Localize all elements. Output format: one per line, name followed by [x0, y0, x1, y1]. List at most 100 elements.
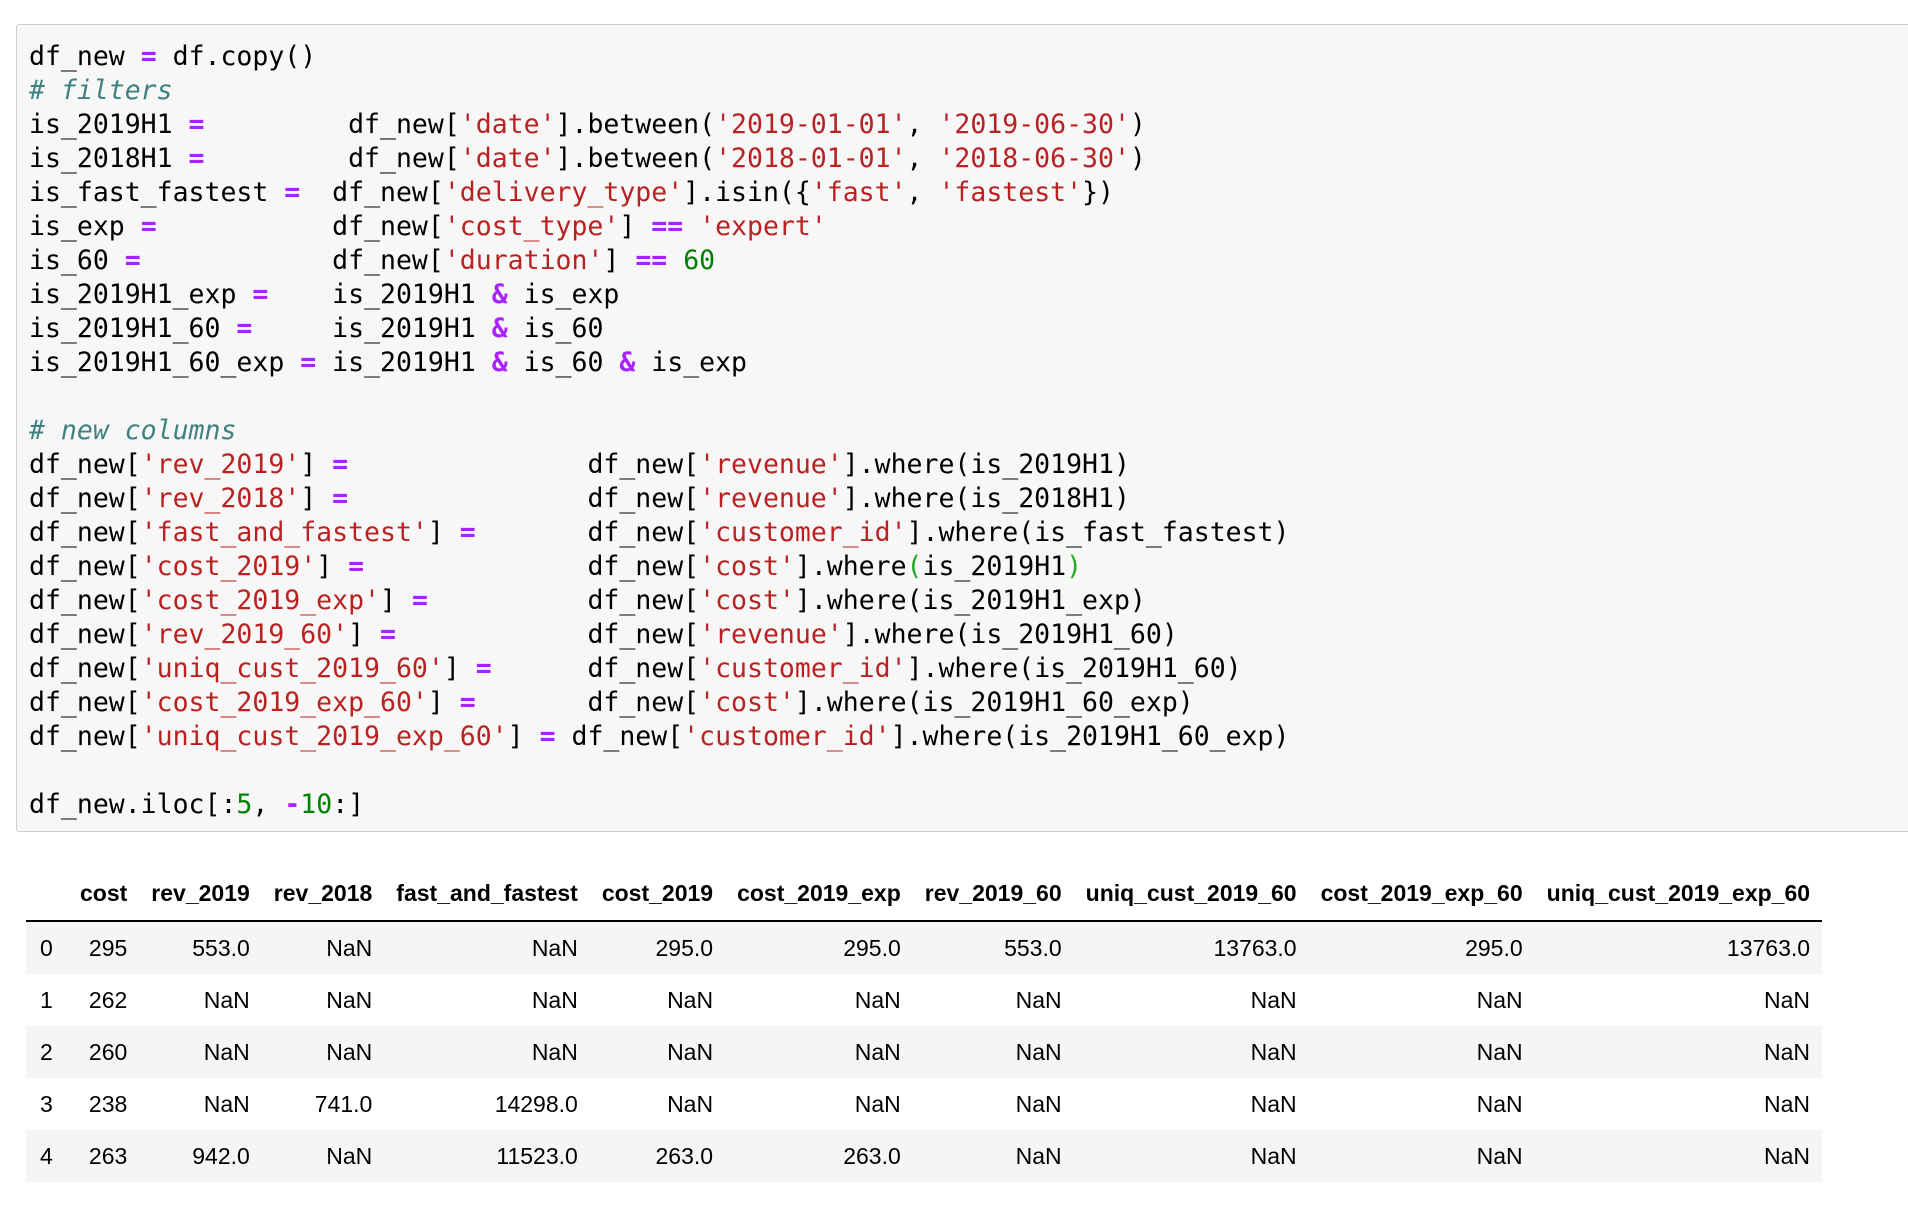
code-token-text: ,	[906, 143, 939, 174]
table-cell: 13763.0	[1726, 934, 1811, 961]
code-token-text: is_2019H1	[268, 279, 492, 310]
row-index: 2	[40, 1038, 53, 1065]
code-token-text: ]	[380, 585, 412, 616]
code-token-text: df_new[	[29, 551, 141, 582]
code-token-text: is_2019H1_exp	[29, 279, 253, 310]
table-cell: 295	[88, 934, 128, 961]
code-token-text: is_60	[507, 313, 604, 344]
code-token-op: =	[332, 449, 349, 480]
code-token-num: 5	[236, 789, 253, 820]
code-token-str: 'date'	[459, 143, 556, 174]
code-line: df_new['uniq_cust_2019_60'] = df_new['cu…	[29, 653, 1242, 684]
code-line: is_2019H1_60 = is_2019H1 & is_60	[29, 313, 603, 344]
column-header-fast-and-fastest: fast_and_fastest	[396, 879, 578, 906]
code-editor[interactable]: df_new = df.copy() # filters is_2019H1 =…	[29, 40, 1289, 822]
table-cell: NaN	[1476, 1142, 1523, 1169]
code-token-text: df_new[	[396, 619, 700, 650]
code-line: is_2019H1 = df_new['date'].between('2019…	[29, 109, 1146, 140]
code-token-text: df_new[	[364, 551, 700, 582]
code-token-str: 'uniq_cust_2019_60'	[140, 653, 444, 684]
code-line: is_60 = df_new['duration'] == 60	[29, 245, 715, 276]
code-token-text: ].isin({	[683, 177, 811, 208]
code-token-str: '2018-06-30'	[938, 143, 1130, 174]
code-token-text: ]	[300, 449, 333, 480]
table-cell: NaN	[1764, 1142, 1811, 1169]
table-cell: NaN	[854, 1038, 901, 1065]
table-cell: NaN	[1250, 1090, 1297, 1117]
code-token-str: '2018-01-01'	[715, 143, 907, 174]
row-index: 0	[40, 934, 53, 961]
table-cell: 295.0	[843, 934, 901, 961]
code-token-op: =	[300, 347, 317, 378]
code-token-text: is_exp	[635, 347, 748, 378]
code-token-text: df_new[	[29, 687, 141, 718]
table-cell: NaN	[531, 934, 578, 961]
table-cell: NaN	[203, 1038, 250, 1065]
code-token-text: df_new[	[29, 517, 141, 548]
row-index: 3	[40, 1090, 53, 1117]
table-cell: 262	[88, 986, 128, 1013]
code-line: df_new = df.copy()	[29, 41, 316, 72]
code-token-text: ].between(	[555, 143, 716, 174]
column-header-uniq-cust-2019-60: uniq_cust_2019_60	[1085, 879, 1297, 906]
code-line: df_new['rev_2018'] = df_new['revenue'].w…	[29, 483, 1130, 514]
code-token-text: is_2019H1_60	[29, 313, 237, 344]
code-token-text: df_new[	[29, 721, 141, 752]
code-token-text: df_new[	[204, 143, 460, 174]
code-token-text: df_new[	[29, 483, 141, 514]
table-cell: 263	[88, 1142, 128, 1169]
table-cell: NaN	[1476, 1090, 1523, 1117]
code-token-text: ].where(is_2019H1_60)	[842, 619, 1178, 650]
code-token-text: )	[1129, 109, 1146, 140]
code-token-str: 'uniq_cust_2019_exp_60'	[140, 721, 508, 752]
code-token-op: ==	[635, 245, 668, 276]
code-token-op: =	[539, 721, 556, 752]
column-header-cost-2019: cost_2019	[601, 879, 714, 906]
table-cell: NaN	[854, 986, 901, 1013]
code-cell[interactable]: df_new = df.copy() # filters is_2019H1 =…	[16, 24, 1908, 832]
table-cell: NaN	[1015, 1090, 1062, 1117]
code-token-text: is_fast_fastest	[29, 177, 285, 208]
code-token-op: =	[124, 245, 141, 276]
code-token-text: ]	[348, 619, 381, 650]
table-cell: 942.0	[192, 1142, 250, 1169]
code-token-str: 'date'	[459, 109, 556, 140]
code-token-text: is_60	[507, 347, 620, 378]
code-token-text: df_new[	[300, 177, 444, 208]
index-header	[26, 868, 68, 921]
code-token-text: :]	[332, 789, 365, 820]
code-token-str: 'revenue'	[699, 619, 843, 650]
code-token-text: df_new[	[29, 585, 141, 616]
column-header-cost: cost	[80, 879, 128, 906]
code-token-text: df_new	[29, 41, 141, 72]
table-cell: 553.0	[1004, 934, 1062, 961]
table-cell: NaN	[1250, 1038, 1297, 1065]
code-token-text: ,	[252, 789, 285, 820]
code-token-op: -	[284, 789, 301, 820]
table-cell: NaN	[531, 986, 578, 1013]
table-cell: 295.0	[655, 934, 714, 961]
code-token-text: ].between(	[555, 109, 716, 140]
code-token-str: 'cost_2019'	[140, 551, 317, 582]
code-token-text: df_new[	[29, 653, 141, 684]
code-line: is_2019H1_exp = is_2019H1 & is_exp	[29, 279, 619, 310]
code-token-str: '2019-01-01'	[715, 109, 907, 140]
code-token-paren: (	[906, 551, 923, 582]
code-token-op: =	[236, 313, 253, 344]
code-line: df_new['rev_2019_60'] = df_new['revenue'…	[29, 619, 1178, 650]
code-token-text: df_new[	[475, 517, 700, 548]
code-token-text: df_new[	[348, 449, 700, 480]
code-token-str: 'duration'	[443, 245, 604, 276]
code-token-text: ]	[316, 551, 349, 582]
code-token-text: df_new[	[555, 721, 684, 752]
code-line: is_exp = df_new['cost_type'] == 'expert'	[29, 211, 827, 242]
code-token-text	[667, 245, 683, 276]
code-token-text: df_new[	[156, 211, 444, 242]
code-token-text: ]	[427, 687, 460, 718]
code-token-text: ].where	[794, 551, 907, 582]
